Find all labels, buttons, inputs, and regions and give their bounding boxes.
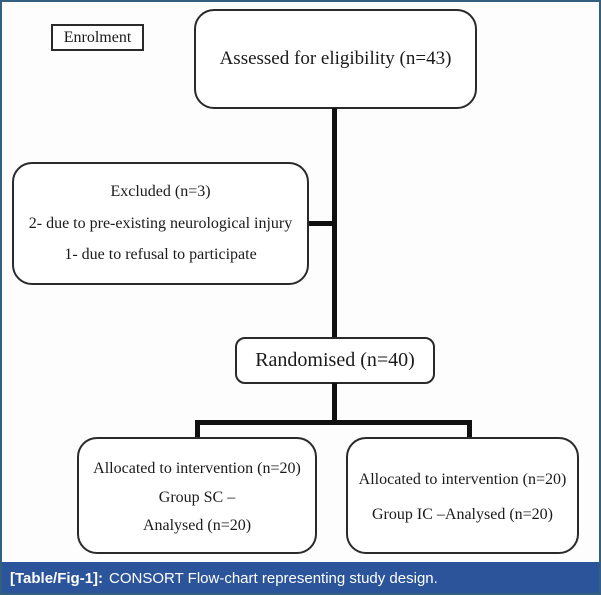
figure-caption-label: [Table/Fig-1]: bbox=[10, 570, 104, 587]
connector-stub-left bbox=[195, 420, 200, 438]
allocation-ic-line2: Group IC –Analysed (n=20) bbox=[372, 506, 553, 524]
figure-caption-text: CONSORT Flow-chart representing study de… bbox=[109, 570, 438, 587]
allocation-group-ic-box: Allocated to intervention (n=20) Group I… bbox=[346, 437, 579, 554]
connector-split-bar bbox=[195, 420, 472, 425]
connector-stub-right bbox=[467, 420, 472, 438]
connector-randomised-to-split bbox=[332, 383, 337, 422]
allocation-ic-line1: Allocated to intervention (n=20) bbox=[358, 470, 567, 488]
excluded-box: Excluded (n=3) 2- due to pre-existing ne… bbox=[12, 162, 309, 285]
figure-caption-bar: [Table/Fig-1]: CONSORT Flow-chart repres… bbox=[2, 562, 599, 593]
randomised-text: Randomised (n=40) bbox=[255, 349, 415, 371]
assessed-eligibility-text: Assessed for eligibility (n=43) bbox=[219, 48, 452, 69]
connector-to-excluded bbox=[307, 221, 334, 226]
enrolment-stage-box: Enrolment bbox=[51, 24, 144, 51]
allocation-group-sc-box: Allocated to intervention (n=20) Group S… bbox=[77, 437, 317, 554]
randomised-box: Randomised (n=40) bbox=[235, 337, 435, 384]
enrolment-stage-label: Enrolment bbox=[63, 28, 132, 46]
connector-assessed-to-randomised bbox=[332, 108, 337, 338]
excluded-title: Excluded (n=3) bbox=[110, 183, 211, 201]
allocation-sc-line1: Allocated to intervention (n=20) bbox=[93, 459, 301, 477]
allocation-sc-line2: Group SC – bbox=[158, 488, 236, 506]
excluded-reason-refusal: 1- due to refusal to participate bbox=[64, 245, 257, 263]
allocation-sc-line3: Analysed (n=20) bbox=[142, 517, 252, 535]
assessed-eligibility-box: Assessed for eligibility (n=43) bbox=[194, 9, 477, 109]
excluded-reason-neurological: 2- due to pre-existing neurological inju… bbox=[28, 214, 293, 232]
